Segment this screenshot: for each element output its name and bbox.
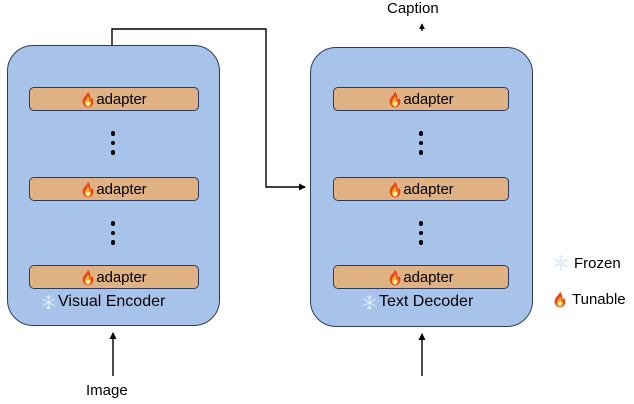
flame-icon	[553, 291, 567, 308]
encoder-ellipsis-1	[108, 131, 118, 155]
legend-label-frozen: Frozen	[574, 254, 621, 272]
legend-item-frozen: Frozen	[553, 252, 634, 274]
decoder-adapter-1[interactable]: adapter	[333, 87, 509, 111]
flame-icon	[388, 91, 402, 108]
encoder-adapter-1[interactable]: adapter	[29, 87, 199, 111]
adapter-label: adapter	[403, 268, 454, 286]
legend-label-tunable: Tunable	[572, 290, 626, 308]
decoder-ellipsis-2	[416, 221, 426, 245]
visual-encoder-name: Visual Encoder	[58, 293, 166, 310]
decoder-adapter-2[interactable]: adapter	[333, 177, 509, 201]
encoder-adapter-2[interactable]: adapter	[29, 177, 199, 201]
encoder-ellipsis-2	[108, 221, 118, 245]
text-decoder-name: Text Decoder	[379, 293, 474, 310]
visual-encoder-caption: Visual Encoder	[41, 293, 165, 311]
decoder-adapter-3[interactable]: adapter	[333, 265, 509, 289]
adapter-label: adapter	[403, 180, 454, 198]
image-input-label: Image	[86, 382, 128, 399]
legend-item-tunable: Tunable	[553, 288, 634, 310]
adapter-label: adapter	[96, 268, 147, 286]
flame-icon	[81, 269, 95, 286]
flame-icon	[388, 269, 402, 286]
text-decoder-caption: Text Decoder	[362, 293, 473, 311]
decoder-ellipsis-1	[416, 131, 426, 155]
legend: Frozen Tunable	[553, 252, 634, 324]
flame-icon	[388, 181, 402, 198]
snowflake-icon	[41, 294, 56, 310]
adapter-label: adapter	[403, 90, 454, 108]
caption-output-label: Caption	[387, 0, 439, 17]
adapter-label: adapter	[96, 90, 147, 108]
flame-icon	[81, 91, 95, 108]
snowflake-icon	[362, 294, 377, 310]
snowflake-icon	[553, 255, 569, 271]
encoder-adapter-3[interactable]: adapter	[29, 265, 199, 289]
flame-icon	[81, 181, 95, 198]
adapter-label: adapter	[96, 180, 147, 198]
